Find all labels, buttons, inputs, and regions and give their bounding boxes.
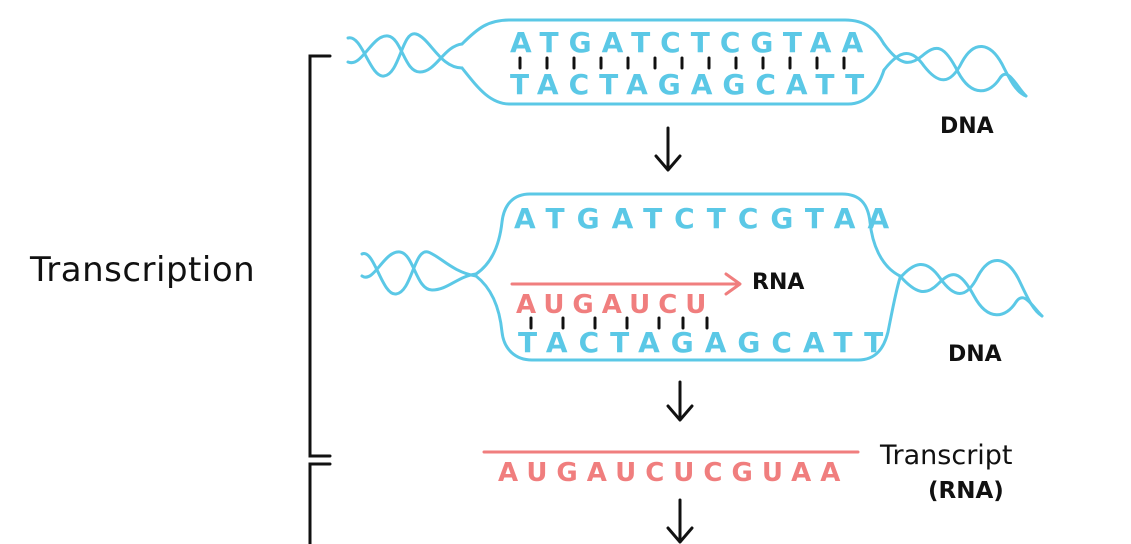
down-arrow-icon — [666, 498, 694, 544]
transcription-bracket — [308, 54, 332, 458]
rna-arrow-label: RNA — [752, 270, 805, 295]
dna-middle-base-pair-ticks — [529, 316, 709, 330]
dna-label-top: DNA — [940, 114, 994, 139]
next-stage-bracket — [308, 462, 332, 544]
dna-helix-middle — [360, 192, 1044, 362]
dna-coding-strand-middle: ATGATCTCGTAA — [514, 202, 902, 235]
down-arrow-icon — [666, 380, 694, 422]
dna-top-base-pair-ticks — [518, 56, 846, 70]
rna-direction-arrow — [510, 272, 742, 296]
dna-helix-top — [346, 18, 1028, 106]
rna-nascent-strand: AUGAUCU — [516, 290, 715, 320]
down-arrow-icon — [654, 126, 682, 172]
transcript-label: Transcript — [880, 440, 1013, 471]
rna-transcript-sequence: AUGAUCUCGUAA — [498, 458, 850, 488]
dna-label-middle: DNA — [948, 342, 1002, 367]
dna-template-strand-top: TACTAGAGCATT — [510, 68, 875, 101]
transcript-rna-label: (RNA) — [928, 478, 1004, 504]
dna-template-strand-middle: TACTAGAGCATT — [518, 326, 895, 359]
dna-coding-strand-top: ATGATCTCGTAA — [510, 26, 874, 59]
transcription-label: Transcription — [30, 250, 256, 290]
